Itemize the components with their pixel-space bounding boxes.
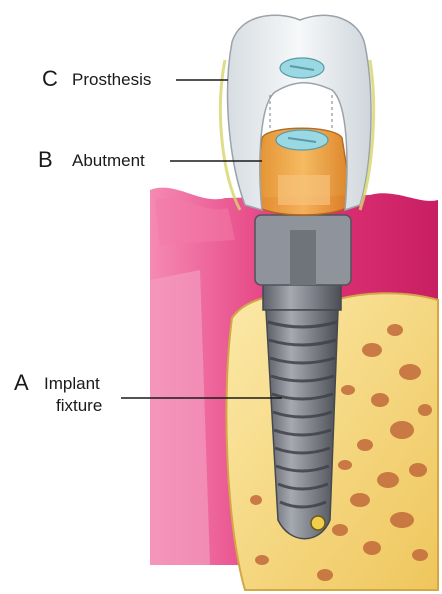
label-a-letter: A [14, 370, 29, 396]
gum-light-region [150, 270, 210, 565]
label-b-letter: B [38, 147, 53, 173]
label-implant: Implant [44, 374, 100, 394]
label-fixture: fixture [56, 396, 102, 416]
abutment-shape [254, 128, 352, 285]
label-abutment: Abutment [72, 151, 145, 171]
label-prosthesis: Prosthesis [72, 70, 151, 90]
label-c-letter: C [42, 66, 58, 92]
